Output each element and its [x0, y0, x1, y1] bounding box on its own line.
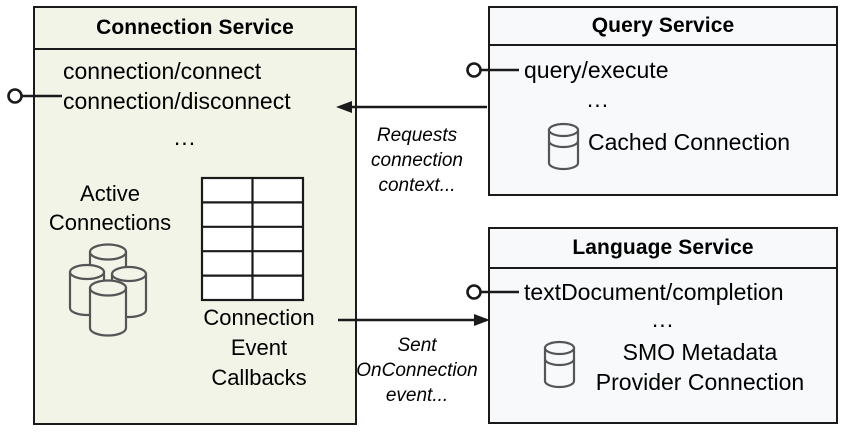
- language-service-title: Language Service: [572, 236, 754, 259]
- connection-event-callbacks-label-line1: Connection: [203, 305, 315, 330]
- sent-onconnection-event-label-line3: event...: [385, 385, 449, 406]
- arrow-query-to-connection: [336, 101, 487, 113]
- requests-connection-context-label-line1: Requests: [376, 125, 458, 146]
- query-service-title: Query Service: [591, 14, 735, 37]
- arrow-connection-to-language: [338, 314, 490, 326]
- sent-onconnection-event-label-line1: Sent: [397, 335, 437, 356]
- sent-onconnection-event-label-line2: OnConnection: [356, 360, 478, 381]
- requests-connection-context-label-line2: connection: [371, 150, 463, 171]
- connection-service-more: ...: [173, 124, 197, 150]
- language-service-header: Language Service: [490, 229, 836, 269]
- language-service-more: ...: [651, 306, 675, 332]
- query-service-interface-execute: query/execute: [524, 57, 669, 83]
- query-service-header: Query Service: [490, 8, 836, 46]
- language-service-interface-completion: textDocument/completion: [524, 279, 784, 305]
- connection-event-callbacks-label-line2: Event: [230, 335, 288, 360]
- connection-event-callbacks-label-line3: Callbacks: [211, 365, 307, 390]
- smo-metadata-label-line1: SMO Metadata: [622, 339, 778, 365]
- component-language-service[interactable]: Language Service: [488, 227, 838, 424]
- requests-connection-context-label-line3: context...: [378, 175, 456, 196]
- connection-service-interface-disconnect: connection/disconnect: [63, 88, 291, 114]
- component-query-service[interactable]: Query Service: [488, 6, 838, 196]
- cached-connection-label: Cached Connection: [588, 129, 791, 155]
- connection-service-interface-connect: connection/connect: [63, 58, 262, 84]
- connection-service-title: Connection Service: [96, 16, 294, 39]
- active-connections-label-line2: Connections: [48, 210, 172, 235]
- query-service-more: ...: [586, 86, 610, 112]
- smo-metadata-label-line2: Provider Connection: [595, 369, 805, 395]
- connection-service-header: Connection Service: [35, 8, 355, 50]
- active-connections-label-line1: Active: [80, 181, 140, 206]
